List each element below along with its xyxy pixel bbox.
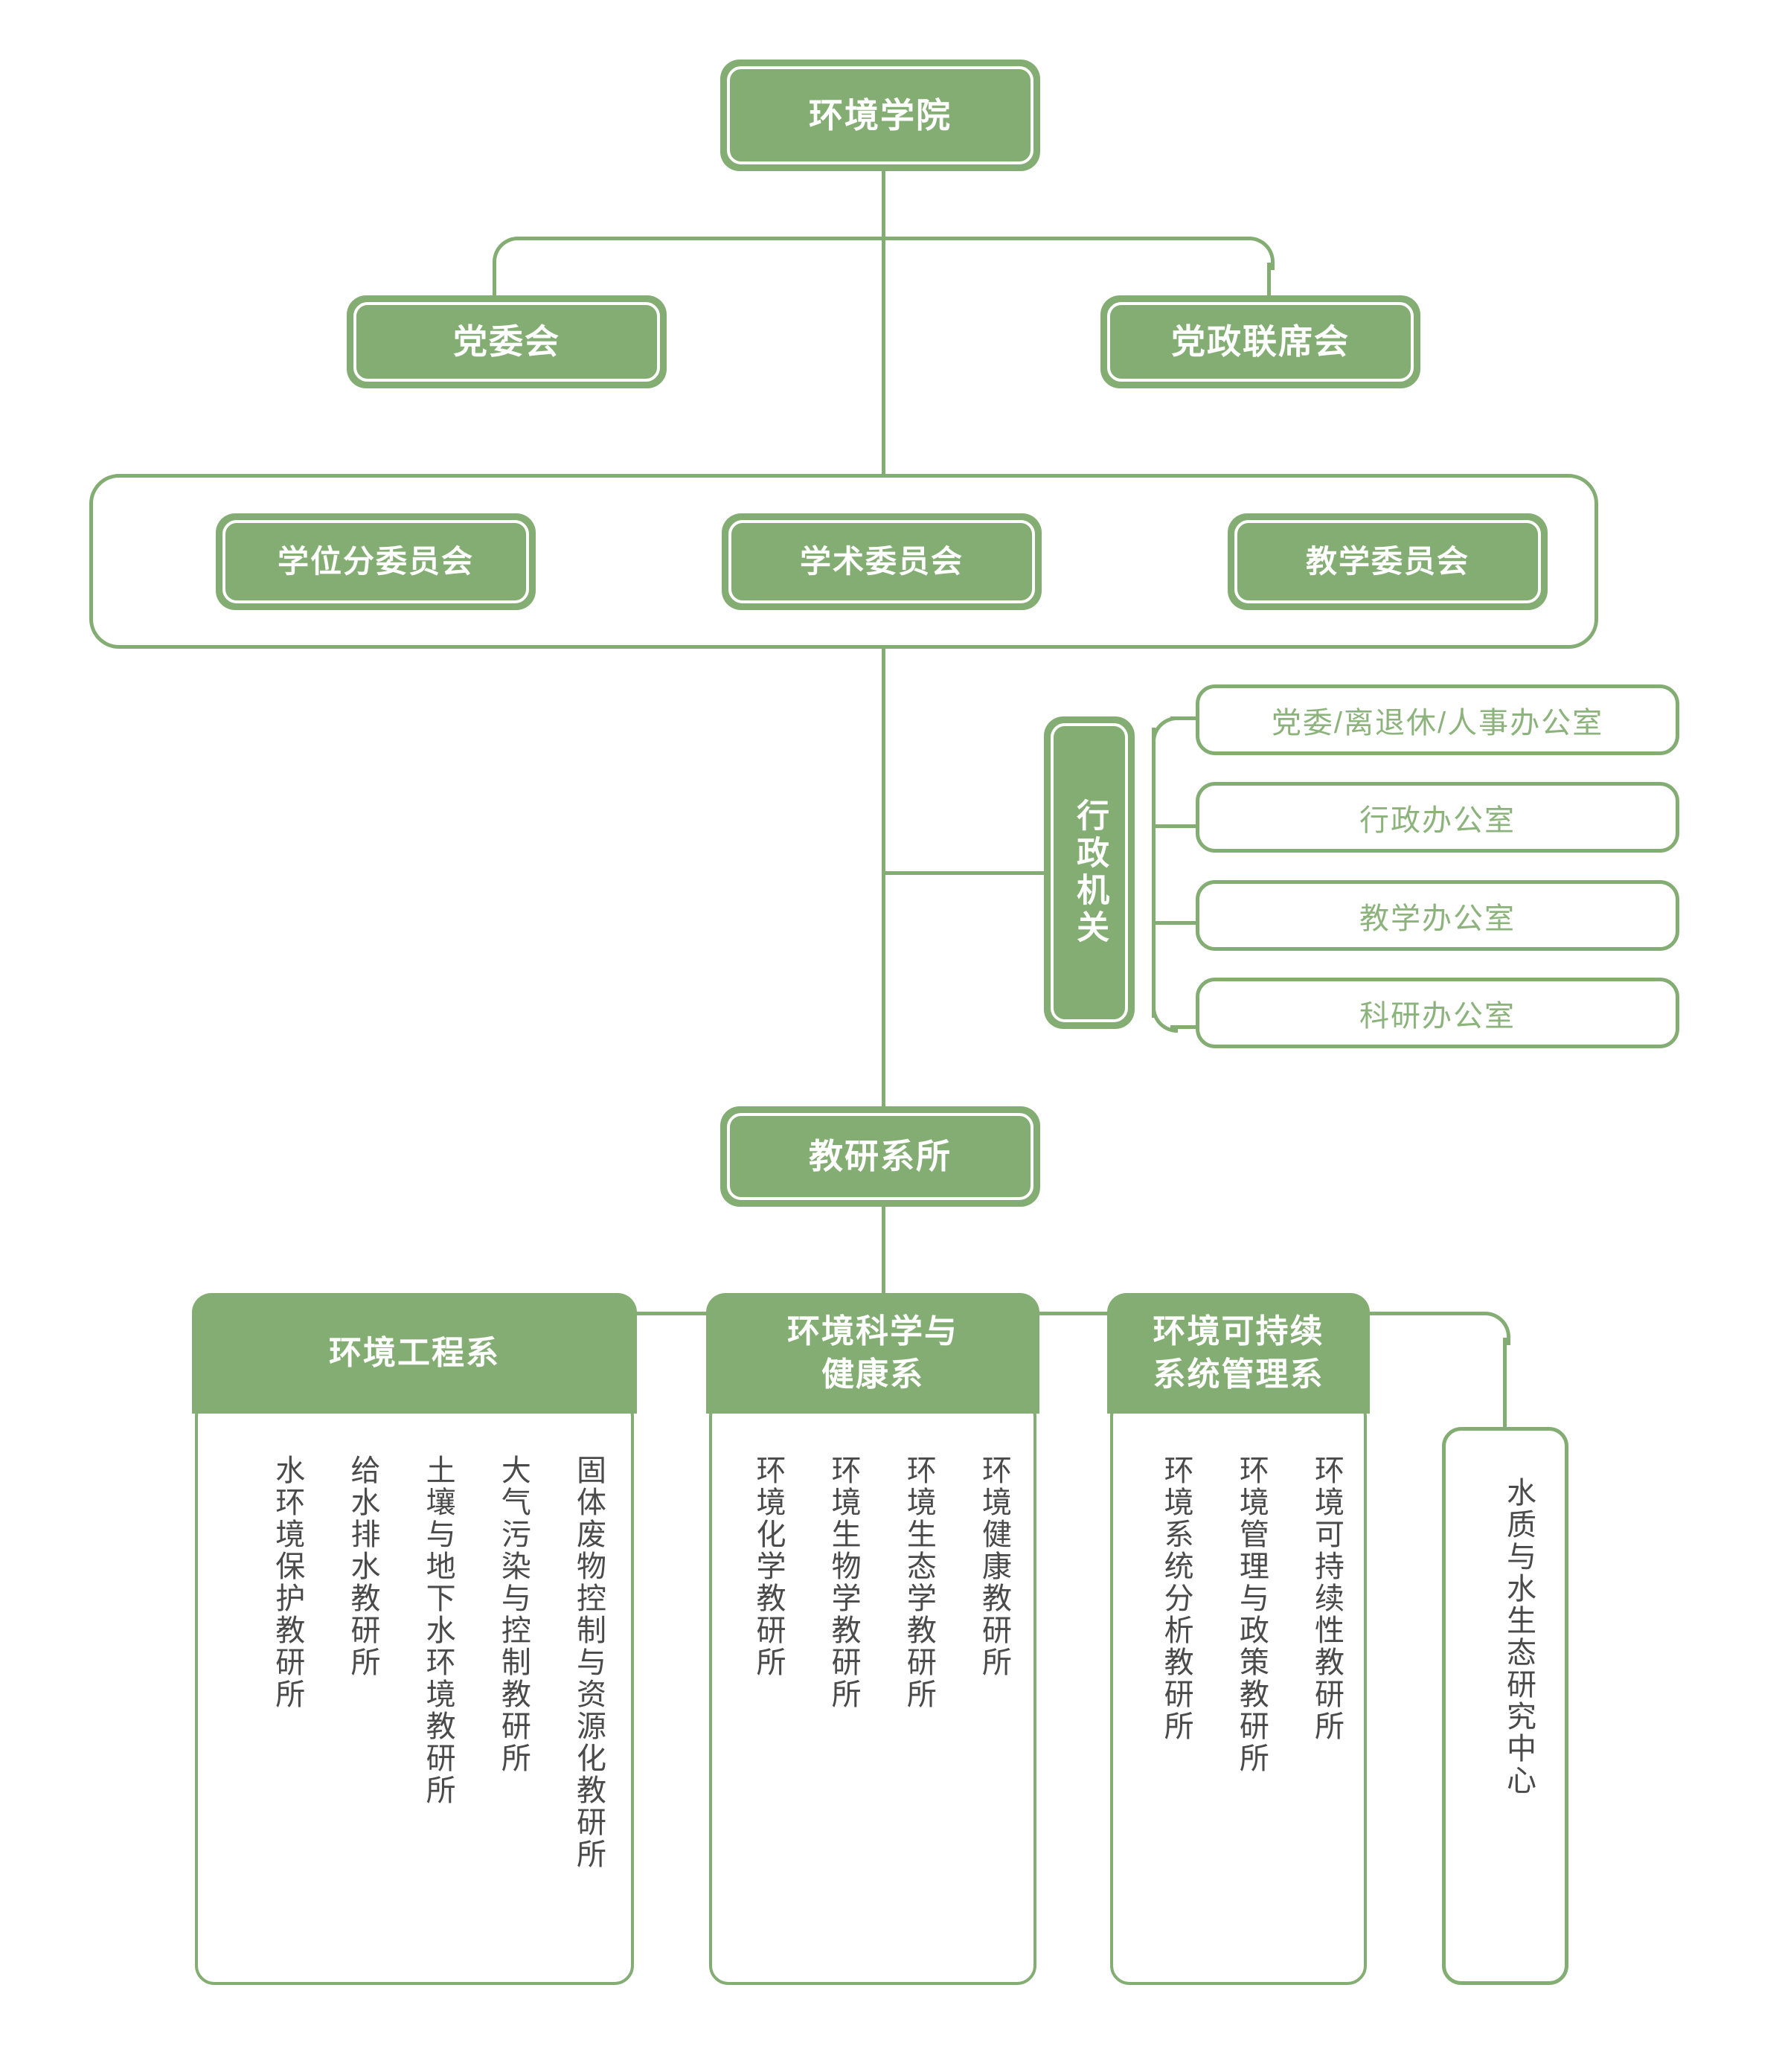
dept-2-institute-list: 环境健康教研所 环境生态学教研所 环境生物学教研所 环境化学教研所 [733,1454,1016,1975]
node-teaching-committee-label: 教学委员会 [1234,520,1541,603]
office-teaching[interactable]: 教学办公室 [1196,880,1679,951]
node-root-college-label: 环境学院 [727,66,1033,164]
list-item[interactable]: 环境健康教研所 [978,1454,1010,1678]
node-joint-meeting-label: 党政联席会 [1107,302,1414,382]
office-administration[interactable]: 行政办公室 [1196,782,1679,853]
dept-1-institute-list: 固体废物控制与资源化教研所 大气污染与控制教研所 土壤与地下水环境教研所 给水排… [223,1454,610,1975]
dept-1-header[interactable]: 环境工程系 [192,1293,637,1414]
dept-3-header-line2: 系统管理系 [1153,1356,1324,1393]
node-degree-subcommittee-label: 学位分委员会 [222,520,529,603]
node-teaching-committee[interactable]: 教学委员会 [1228,513,1548,610]
dept-3-body [1110,1397,1367,1985]
research-center-box[interactable] [1442,1427,1568,1985]
dept-2-body [709,1397,1036,1985]
connector-admin-stub-2 [1152,824,1196,828]
connector-to-party-committee [493,263,496,298]
node-academic-committee-label: 学术委员会 [728,520,1035,603]
dept-1-body [195,1397,634,1985]
dept-3-header-line1: 环境可持续 [1153,1312,1324,1350]
connector-corner-left [493,237,526,270]
list-item[interactable]: 水环境保护教研所 [271,1454,304,1710]
connector-corner-right [1241,237,1275,270]
connector-spine-mid [882,573,885,1123]
connector-to-joint-meeting [1267,263,1271,298]
node-party-committee-label: 党委会 [353,302,660,382]
research-center-label: 水质与水生态研究中心 [1502,1477,1535,1797]
list-item[interactable]: 给水排水教研所 [346,1454,379,1678]
connector-hub-down [882,1205,885,1313]
connector-to-center [1503,1338,1507,1427]
dept-2-header-line2: 健康系 [821,1356,924,1393]
list-item[interactable]: 大气污染与控制教研所 [496,1454,530,1774]
connector-admin-bus-top [1152,716,1178,742]
office-research[interactable]: 科研办公室 [1196,978,1679,1048]
dept-3-header[interactable]: 环境可持续 系统管理系 [1107,1293,1370,1414]
list-item[interactable]: 环境生态学教研所 [902,1454,935,1710]
research-center-label-wrap: 水质与水生态研究中心 [1481,1477,1540,1938]
node-root-college[interactable]: 环境学院 [720,60,1040,171]
node-admin-organ[interactable]: 行政机关 [1044,716,1135,1029]
node-degree-subcommittee[interactable]: 学位分委员会 [216,513,536,610]
node-teaching-hub[interactable]: 教研系所 [720,1106,1040,1207]
list-item[interactable]: 环境管理与政策教研所 [1234,1454,1268,1774]
node-joint-meeting[interactable]: 党政联席会 [1100,295,1420,388]
connector-root-down [882,167,885,238]
connector-to-admin [882,871,1045,875]
node-admin-organ-label: 行政机关 [1051,723,1128,1022]
connector-admin-bus [1152,728,1156,1018]
connector-dept-corner-right [1477,1312,1510,1345]
office-party-hr[interactable]: 党委/离退休/人事办公室 [1196,684,1679,755]
list-item[interactable]: 环境生物学教研所 [827,1454,860,1710]
connector-admin-stub-3 [1152,921,1196,925]
node-party-committee[interactable]: 党委会 [347,295,667,388]
list-item[interactable]: 环境系统分析教研所 [1159,1454,1193,1742]
connector-spine-upper [882,237,885,475]
list-item[interactable]: 环境化学教研所 [751,1454,785,1678]
dept-2-header[interactable]: 环境科学与 健康系 [706,1293,1039,1414]
connector-admin-stub-1 [1170,716,1196,720]
list-item[interactable]: 环境可持续性教研所 [1310,1454,1343,1742]
node-academic-committee[interactable]: 学术委员会 [722,513,1042,610]
node-teaching-hub-label: 教研系所 [727,1113,1033,1200]
connector-admin-stub-4 [1170,1025,1196,1029]
list-item[interactable]: 固体废物控制与资源化教研所 [572,1454,605,1870]
list-item[interactable]: 土壤与地下水环境教研所 [421,1454,455,1806]
dept-3-institute-list: 环境可持续性教研所 环境管理与政策教研所 环境系统分析教研所 [1125,1454,1348,1975]
dept-2-header-line1: 环境科学与 [787,1312,958,1350]
